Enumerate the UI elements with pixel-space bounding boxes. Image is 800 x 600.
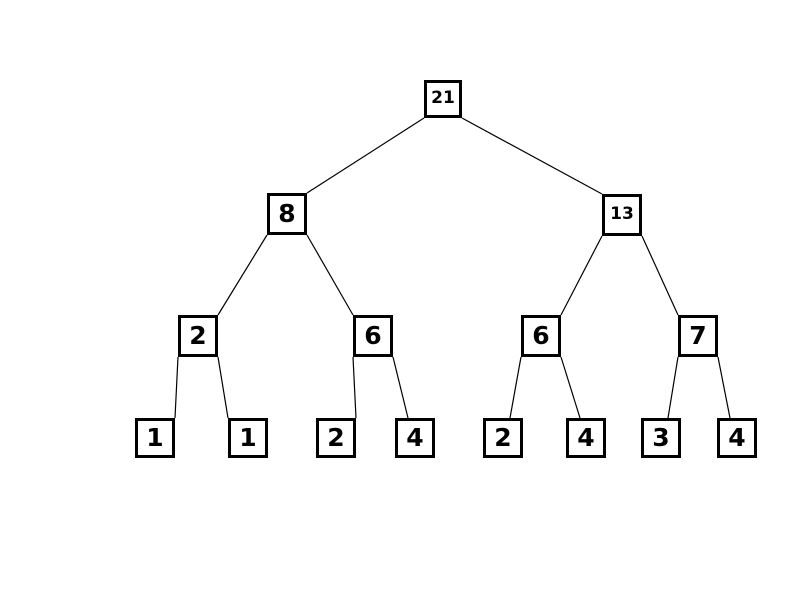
tree-edge [352,356,357,419]
tree-node-value: 1 [146,422,164,452]
tree-node: 21 [424,80,462,118]
tree-node: 1 [135,418,175,458]
tree-edge [306,234,354,316]
tree-edge [217,356,229,419]
tree-edge [641,235,679,316]
tree-node: 4 [566,418,606,458]
tree-node: 2 [483,418,523,458]
tree-node-value: 4 [406,422,424,452]
tree-node-value: 4 [577,422,595,452]
tree-edge [560,235,603,316]
tree-edge [392,356,409,419]
tree-node-value: 7 [689,320,707,350]
tree-node: 3 [641,418,681,458]
tree-node: 6 [353,315,393,357]
tree-node: 13 [602,194,642,236]
tree-node: 2 [178,315,218,357]
tree-node: 8 [267,193,307,235]
tree-node: 6 [521,315,561,357]
tree-node-value: 6 [532,320,550,350]
tree-node: 1 [228,418,268,458]
tree-node: 4 [717,418,757,458]
tree-node-value: 2 [327,422,345,452]
tree-node-value: 2 [189,320,207,350]
tree-node-value: 6 [364,320,382,350]
tree-node-value: 8 [278,198,296,228]
tree-node: 4 [395,418,435,458]
tree-node-value: 3 [652,422,670,452]
tree-node-value: 13 [610,203,634,224]
tree-edge [306,117,425,194]
tree-edge [174,356,179,419]
tree-edge [217,234,268,316]
tree-edge [667,356,679,419]
tree-edge [717,356,731,419]
tree-edge [461,117,603,195]
tree-node-value: 21 [431,87,455,108]
tree-edge [509,356,522,419]
tree-node: 7 [678,315,718,357]
tree-node-value: 2 [494,422,512,452]
tree-node-value: 1 [239,422,257,452]
tree-node-value: 4 [728,422,746,452]
tree-node: 2 [316,418,356,458]
tree-edge [560,356,581,419]
